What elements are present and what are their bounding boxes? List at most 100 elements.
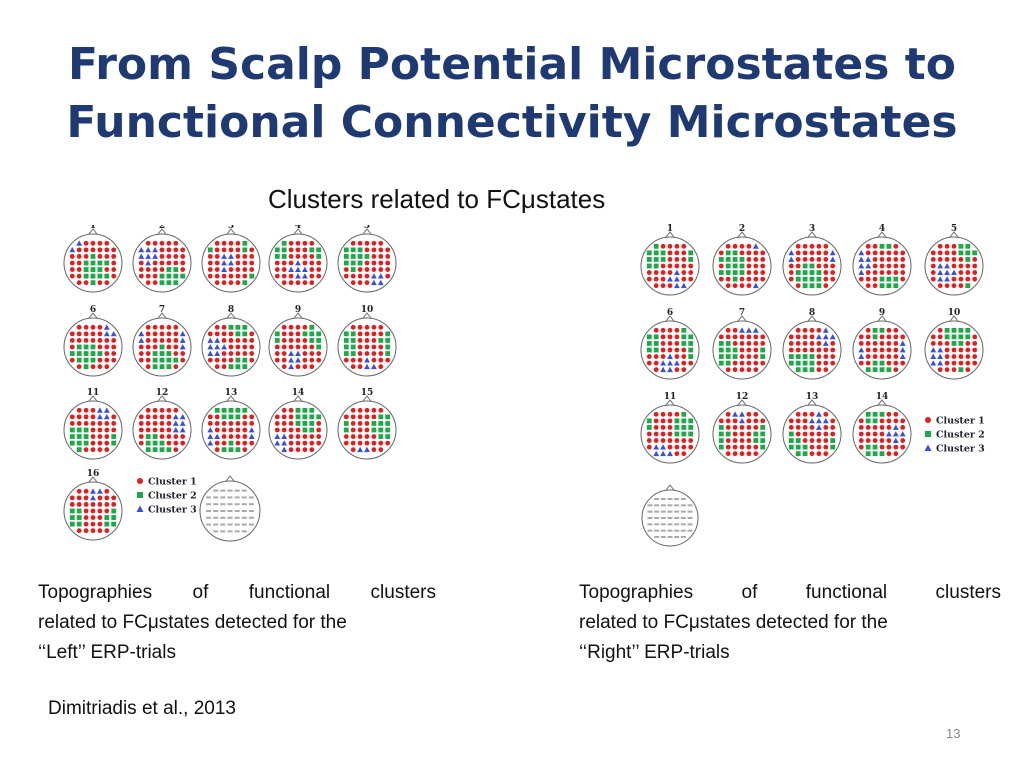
electrode-cluster1 (166, 440, 172, 446)
electrode-cluster1 (166, 260, 172, 266)
electrode-cluster2 (302, 427, 308, 433)
electrode-cluster1 (76, 324, 82, 330)
electrode-cluster1 (385, 247, 391, 253)
electrode-cluster1 (343, 414, 349, 420)
electrode-cluster1 (214, 414, 220, 420)
electrode-cluster3 (295, 273, 301, 279)
electrode-cluster1 (667, 327, 673, 333)
head-outline (641, 489, 699, 547)
electrode-cluster3 (937, 269, 944, 275)
electrode-label (680, 523, 686, 526)
electrode-cluster1 (667, 418, 673, 424)
electrode-cluster1 (302, 357, 308, 363)
electrode-cluster1 (865, 360, 871, 366)
electrode-cluster2 (951, 334, 957, 340)
electrode-cluster2 (802, 367, 808, 373)
electrode-cluster1 (281, 280, 287, 286)
head-outline (640, 236, 700, 296)
electrode-cluster3 (248, 433, 255, 439)
electrode-cluster1 (879, 438, 885, 443)
electrode-label (227, 496, 233, 499)
electrode-cluster1 (739, 243, 745, 249)
electrode-cluster1 (166, 324, 172, 330)
electrode-cluster1 (795, 418, 801, 424)
electrode-cluster1 (97, 324, 103, 330)
electrode-cluster2 (159, 351, 165, 356)
electrode-cluster1 (207, 414, 213, 420)
electrode-cluster1 (145, 427, 151, 433)
electrode-cluster1 (288, 421, 294, 426)
electrode-cluster3 (76, 240, 83, 246)
head-outline (132, 400, 192, 460)
head-outline (712, 236, 772, 296)
electrode-cluster1 (111, 344, 117, 350)
electrode-cluster1 (816, 341, 822, 346)
electrode-cluster1 (879, 418, 885, 424)
electrode-cluster1 (753, 354, 759, 359)
head-outline (640, 404, 700, 464)
electrode-cluster1 (364, 427, 370, 433)
electrode-cluster1 (965, 276, 971, 282)
electrode-cluster1 (371, 324, 377, 330)
electrode-label (213, 503, 219, 506)
electrode-cluster2 (802, 354, 808, 359)
electrode-cluster1 (732, 418, 738, 424)
electrode-cluster1 (886, 418, 892, 424)
electrode-cluster1 (166, 240, 172, 246)
electrode-cluster2 (725, 354, 731, 359)
electrode-cluster3 (152, 246, 158, 253)
electrode-cluster2 (378, 421, 384, 426)
electrode-cluster3 (816, 417, 822, 424)
electrode-cluster1 (97, 427, 103, 433)
map-label: 14 (292, 388, 305, 398)
electrode-cluster1 (350, 407, 356, 413)
electrode-cluster1 (858, 418, 864, 424)
electrode-cluster3 (858, 249, 865, 256)
electrode-cluster1 (739, 276, 745, 282)
electrode-cluster1 (951, 276, 957, 282)
electrode-cluster2 (159, 440, 165, 446)
electrode-cluster1 (90, 331, 96, 337)
electrode-cluster1 (364, 260, 370, 266)
electrode-cluster1 (274, 351, 280, 356)
electrode-cluster1 (746, 360, 752, 366)
electrode-cluster1 (76, 488, 82, 494)
electrode-cluster2 (166, 280, 172, 286)
electrode-cluster1 (753, 334, 759, 340)
electrode-cluster2 (166, 364, 172, 370)
electrode-cluster2 (152, 357, 158, 363)
electrode-cluster1 (316, 427, 322, 433)
electrode-cluster1 (214, 240, 220, 246)
electrode-cluster1 (809, 347, 815, 353)
electrode-cluster3 (829, 333, 836, 340)
electrode-cluster2 (965, 243, 971, 249)
head-outline (201, 400, 261, 460)
electrode-cluster1 (104, 440, 110, 446)
electrode-cluster3 (930, 360, 937, 366)
electrode-cluster1 (893, 243, 899, 249)
electrode-cluster1 (357, 351, 363, 356)
electrode-cluster1 (357, 434, 363, 439)
electrode-cluster2 (242, 240, 248, 246)
electrode-cluster1 (76, 528, 82, 534)
electrode-cluster2 (281, 247, 287, 253)
electrode-cluster2 (653, 347, 659, 353)
electrode-cluster1 (90, 427, 96, 433)
electrode-cluster1 (274, 344, 280, 350)
electrode-cluster2 (350, 247, 356, 253)
electrode-label (220, 510, 226, 512)
electrode-cluster1 (809, 438, 815, 443)
head-outline (712, 320, 772, 380)
electrode-cluster1 (228, 247, 234, 253)
electrode-cluster1 (173, 247, 179, 253)
electrode-cluster1 (104, 447, 110, 453)
electrode-cluster1 (350, 273, 356, 279)
electrode-cluster1 (228, 267, 234, 272)
electrode-cluster1 (830, 418, 836, 424)
electrode-cluster3 (858, 347, 865, 353)
electrode-cluster2 (830, 438, 836, 443)
electrode-cluster1 (674, 451, 680, 457)
electrode-cluster2 (343, 331, 349, 337)
electrode-cluster2 (809, 354, 815, 359)
electrode-cluster2 (972, 250, 978, 256)
